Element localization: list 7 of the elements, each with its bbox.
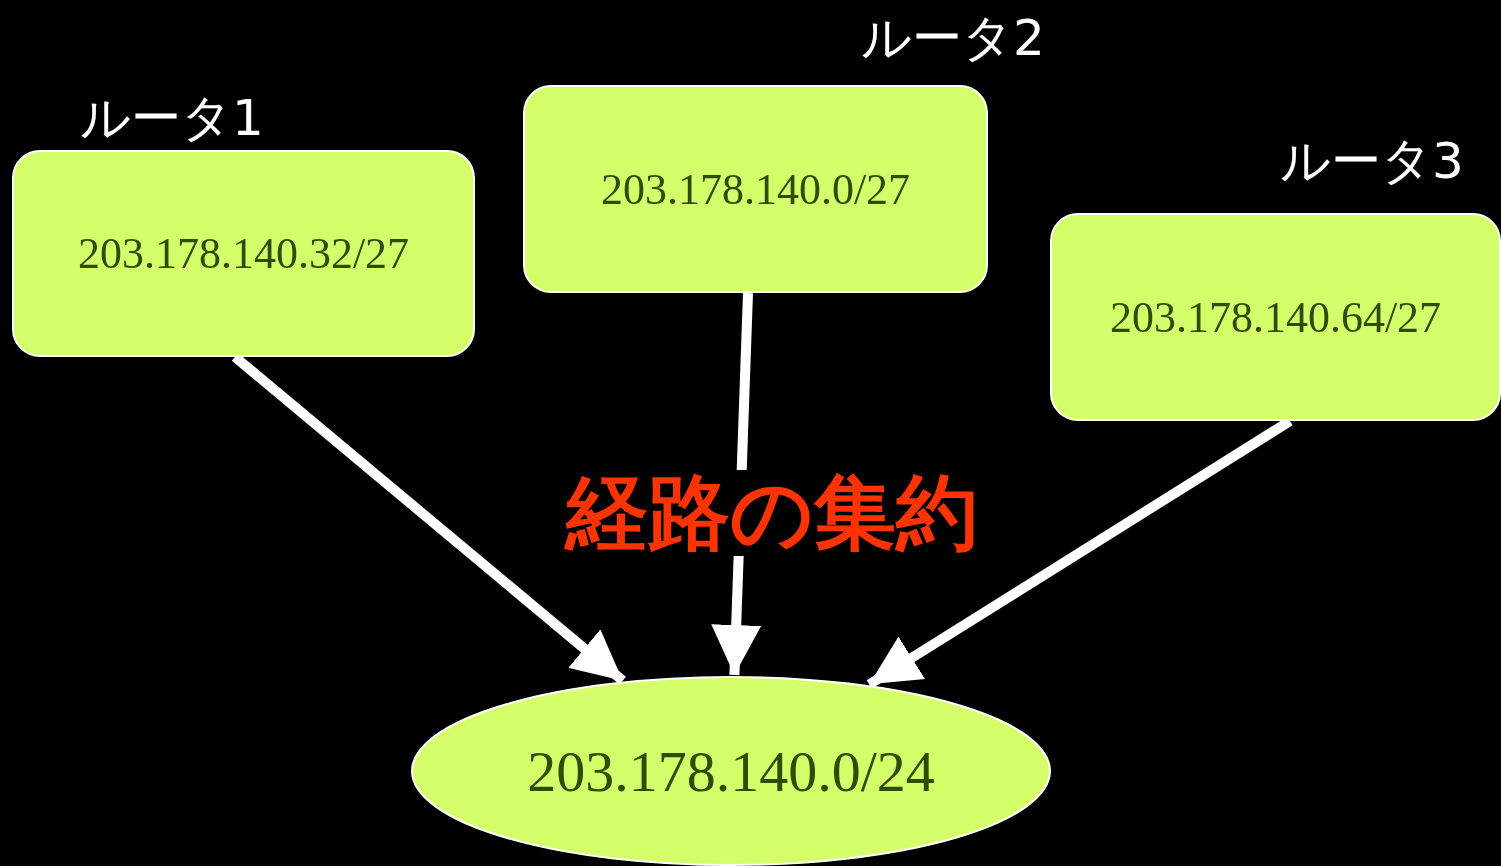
router-box: 203.178.140.32/27 [12,150,475,357]
router-box: 203.178.140.64/27 [1050,213,1501,421]
router-box: 203.178.140.0/27 [523,85,988,293]
router-label: ルータ1 [80,88,264,149]
router-label: ルータ2 [861,8,1045,69]
router-label: ルータ3 [1280,131,1464,192]
network-ellipse: 203.178.140.0/24 [410,675,1052,866]
